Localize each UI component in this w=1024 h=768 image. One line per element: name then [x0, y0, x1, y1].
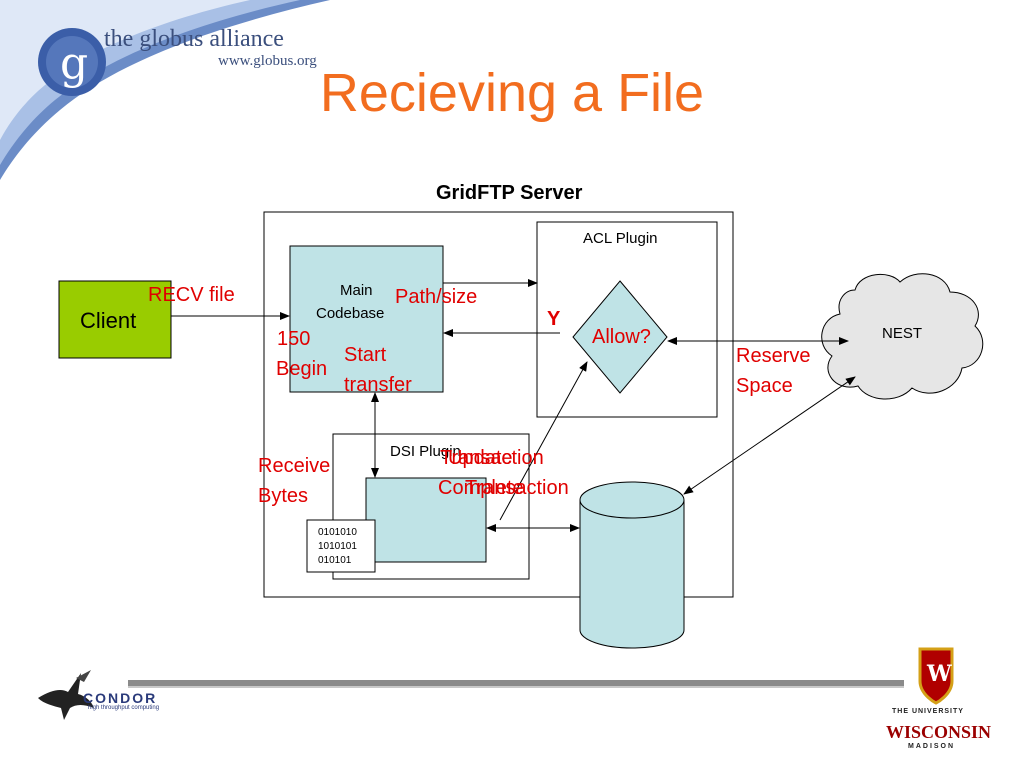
- label-150: 150: [277, 328, 311, 350]
- logo-url: www.globus.org: [218, 53, 317, 69]
- uw-line3: MADISON: [908, 743, 956, 750]
- label-space: Space: [736, 375, 793, 397]
- uw-line1: THE UNIVERSITY: [892, 708, 964, 715]
- condor-tagline: high throughput computing: [88, 705, 160, 711]
- label-bytes: Bytes: [258, 485, 309, 507]
- label-receive: Receive: [258, 455, 331, 477]
- label-y: Y: [547, 308, 561, 330]
- label-start: Start: [344, 344, 387, 366]
- database-cylinder: [579, 481, 685, 649]
- main-codebase-box: [289, 245, 444, 393]
- nest-cloud: [821, 273, 984, 400]
- condor-bird-icon: [38, 670, 94, 720]
- condor-name: CONDOR: [83, 690, 158, 706]
- svg-text:W: W: [926, 661, 952, 687]
- label-begin: Begin: [276, 358, 328, 380]
- dsi-inner-box: [365, 477, 487, 563]
- arrow-db-acl: [499, 361, 588, 521]
- globus-logo-icon: g: [38, 28, 106, 96]
- binary-line-3: 010101: [318, 555, 352, 566]
- label-transaction-a: Transaction: [440, 447, 544, 469]
- arrow-db-nest: [683, 376, 856, 495]
- binary-line-2: 1010101: [318, 541, 357, 552]
- label-update: Update: [448, 447, 513, 469]
- label-transfer: transfer: [344, 374, 412, 396]
- slide-title: Recieving a File: [319, 63, 705, 123]
- footer-divider: [128, 680, 904, 686]
- binary-data-box: [306, 519, 376, 573]
- svg-text:g: g: [60, 38, 88, 89]
- wisconsin-crest-icon: W: [918, 647, 954, 705]
- label-recv-file: RECV file: [148, 284, 235, 306]
- main-codebase-line1: Main: [340, 282, 373, 299]
- allow-label: Allow?: [592, 326, 651, 348]
- acl-plugin-label: ACL Plugin: [583, 230, 658, 247]
- nest-label: NEST: [882, 325, 923, 342]
- label-reserve: Reserve: [736, 345, 811, 367]
- uw-line2: WISCONSIN: [886, 722, 992, 742]
- allow-diamond: [572, 280, 668, 394]
- logo-name: the globus alliance: [104, 26, 284, 52]
- label-path-size: Path/size: [395, 286, 478, 308]
- label-transaction-b: Transaction: [465, 477, 569, 499]
- client-box: [58, 280, 172, 359]
- dsi-plugin-label: DSI Plugin: [390, 443, 461, 460]
- label-complete: Complete: [438, 477, 524, 499]
- server-title: GridFTP Server: [436, 182, 583, 204]
- binary-line-1: 0101010: [318, 527, 357, 538]
- main-codebase-line2: Codebase: [316, 305, 385, 322]
- client-label: Client: [80, 308, 137, 333]
